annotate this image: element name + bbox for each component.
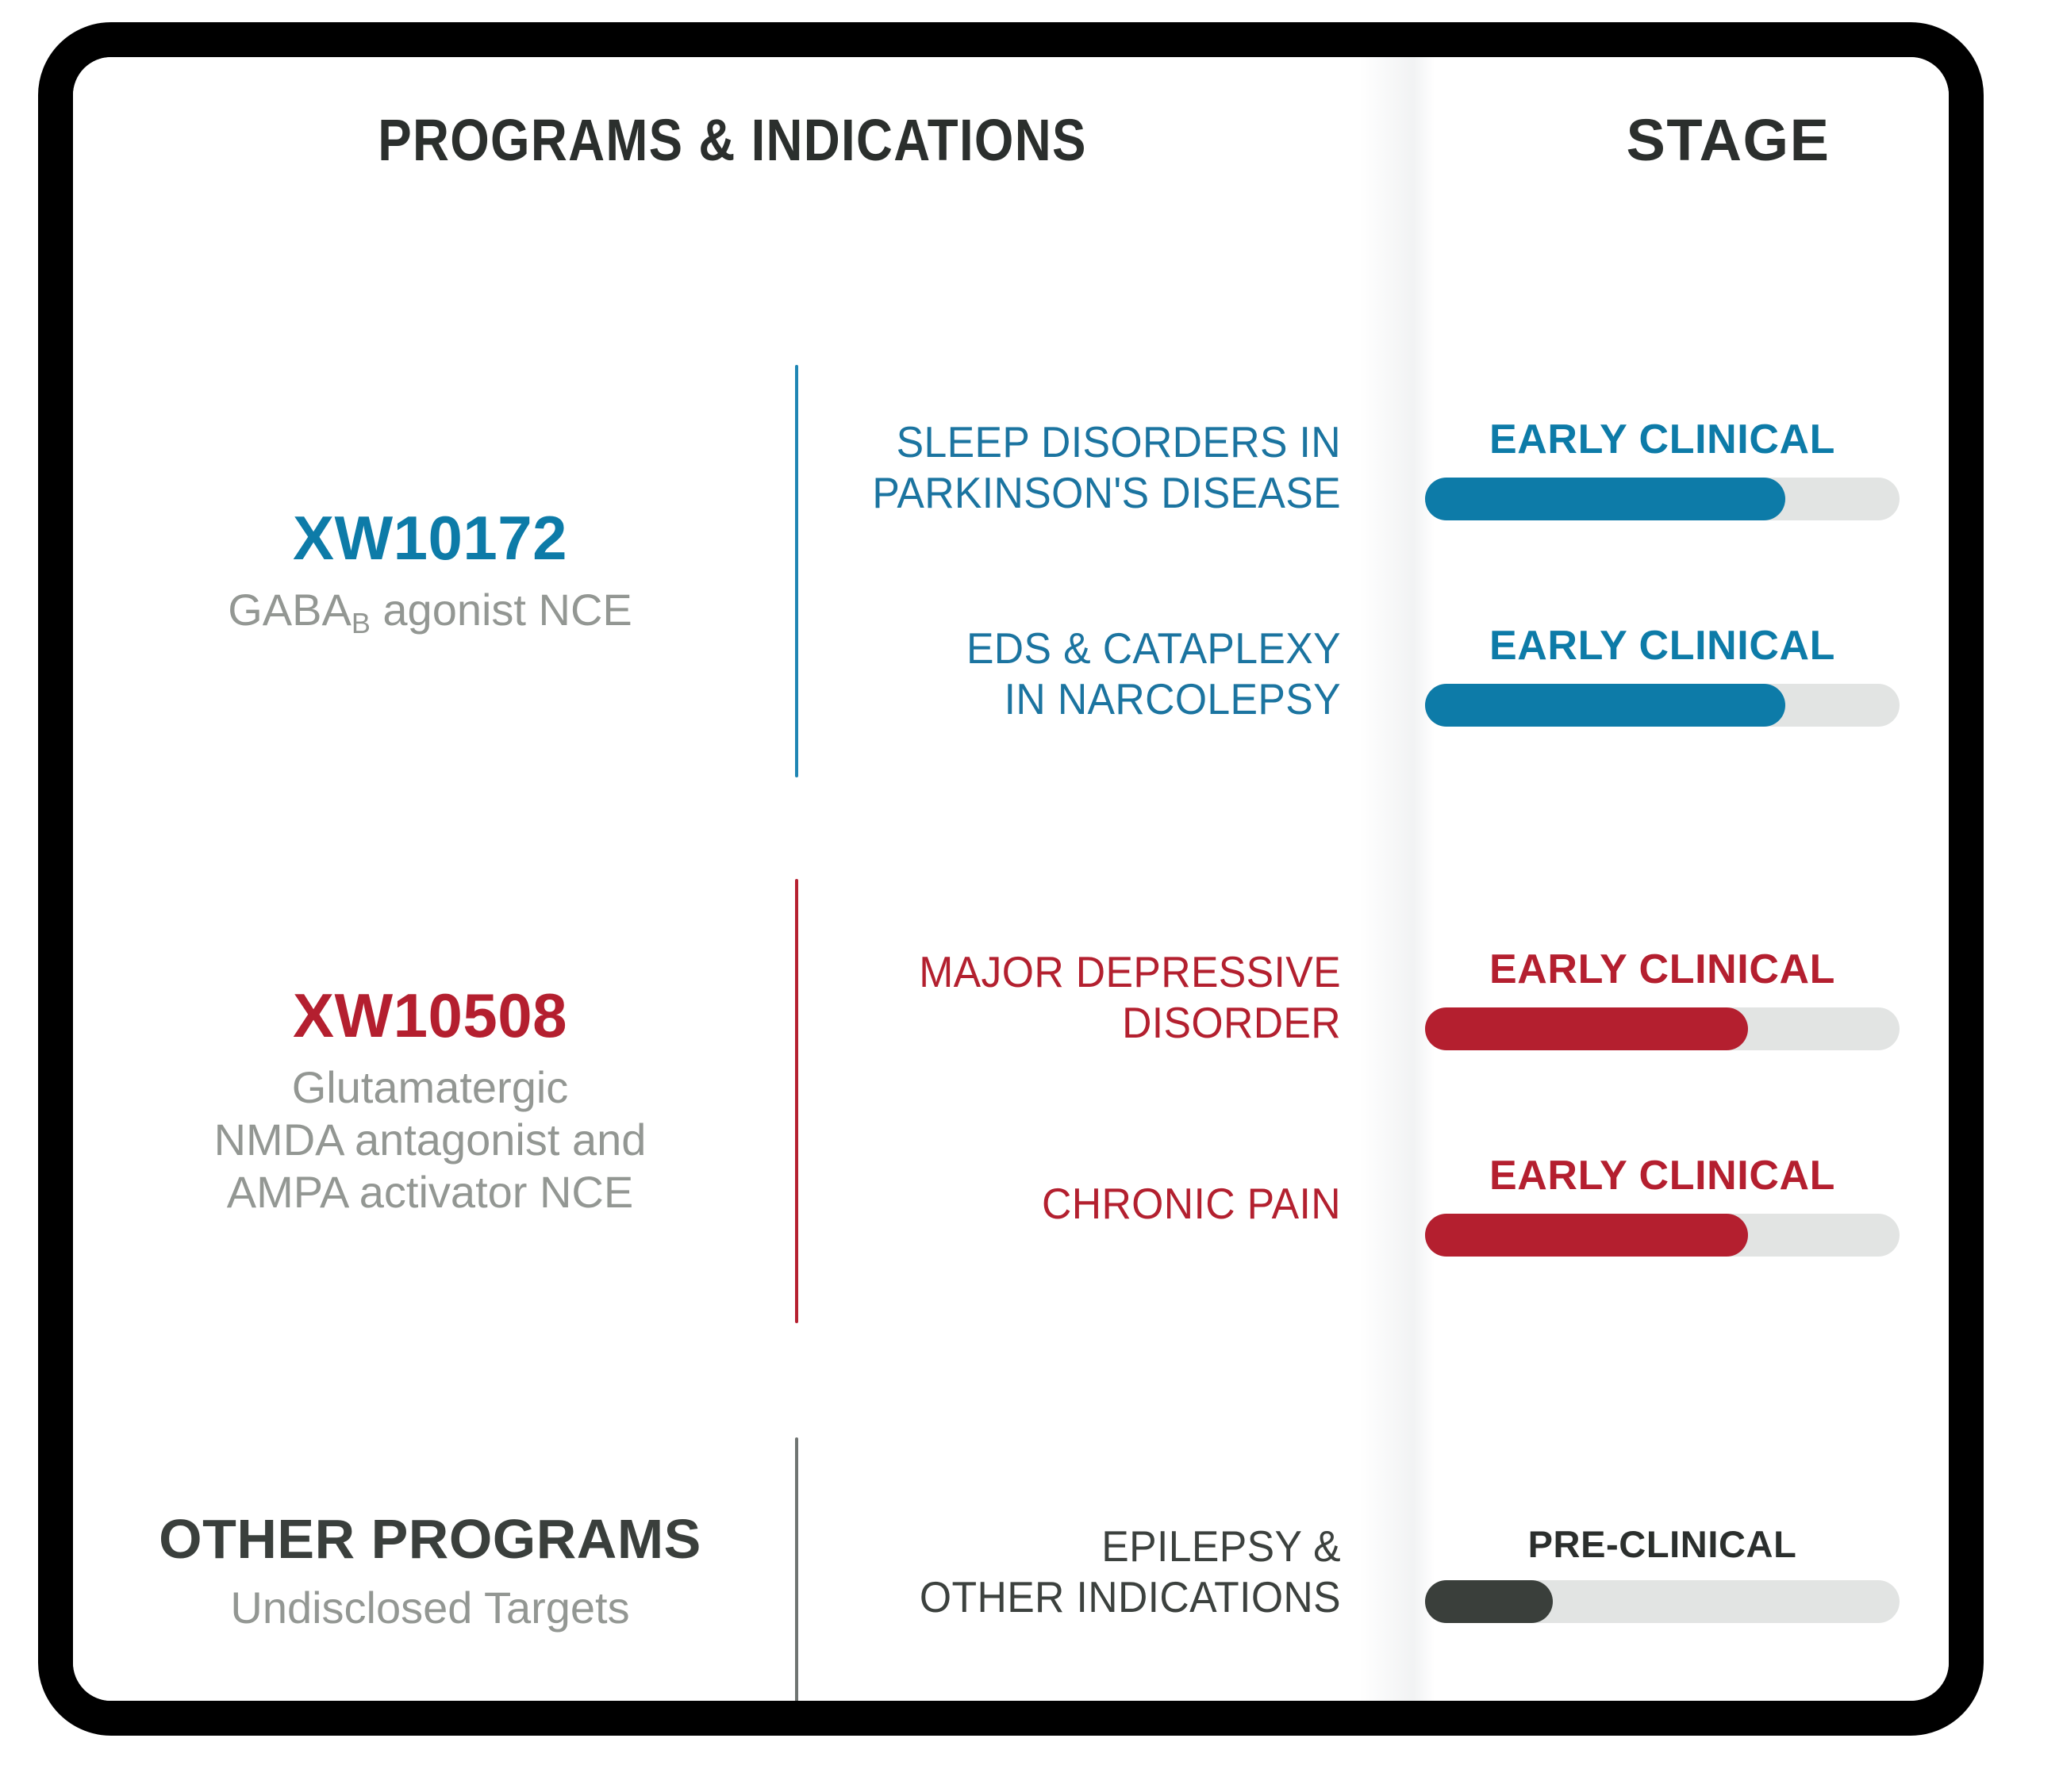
stage-progress-track <box>1425 478 1900 520</box>
indication-label-line2: DISORDER <box>1122 998 1341 1047</box>
stage-progress-fill <box>1425 684 1786 727</box>
stage-row: EARLY CLINICAL <box>1425 1101 1900 1307</box>
program-group-xw10508: XW10508 Glutamatergic NMDA antagonist an… <box>73 879 1949 1323</box>
indications-xw10508: MAJOR DEPRESSIVE DISORDER CHRONIC PAIN <box>798 879 1358 1323</box>
stage-label: EARLY CLINICAL <box>1489 416 1835 462</box>
program-description-subscript: B <box>351 606 371 639</box>
indication-row: SLEEP DISORDERS IN PARKINSON'S DISEASE <box>798 365 1341 571</box>
program-info-xw10172: XW10172 GABAB agonist NCE <box>73 365 795 777</box>
program-description-line2: NMDA antagonist and <box>213 1114 647 1165</box>
indications-other: EPILEPSY & OTHER INDICATIONS <box>798 1437 1358 1701</box>
stage-progress-track <box>1425 1579 1900 1623</box>
stages-xw10172: EARLY CLINICAL EARLY CLINICAL <box>1358 365 1949 777</box>
program-group-other: OTHER PROGRAMS Undisclosed Targets EPILE… <box>73 1437 1949 1701</box>
indication-label-line2: OTHER INDICATIONS <box>919 1572 1341 1621</box>
stage-label: PRE-CLINICAL <box>1527 1522 1797 1565</box>
program-description-tail: agonist NCE <box>370 584 632 635</box>
indication-row: EPILEPSY & OTHER INDICATIONS <box>798 1473 1341 1671</box>
program-description-line1: Glutamatergic <box>291 1061 569 1112</box>
program-info-xw10508: XW10508 Glutamatergic NMDA antagonist an… <box>73 879 795 1323</box>
indication-label-line1: MAJOR DEPRESSIVE <box>919 947 1341 997</box>
pipeline-card: PROGRAMS & INDICATIONS STAGE XW10172 GAB… <box>38 22 1984 1736</box>
indication-label-line2: IN NARCOLEPSY <box>1004 674 1341 723</box>
group-accent-rule <box>795 879 798 1323</box>
stage-progress-track <box>1425 1007 1900 1050</box>
indication-label: SLEEP DISORDERS IN PARKINSON'S DISEASE <box>831 417 1341 519</box>
indication-row: EDS & CATAPLEXY IN NARCOLEPSY <box>798 571 1341 777</box>
group-accent-rule <box>795 1437 798 1701</box>
stage-row: EARLY CLINICAL <box>1425 365 1900 571</box>
table-header: PROGRAMS & INDICATIONS STAGE <box>73 106 1949 225</box>
program-info-other: OTHER PROGRAMS Undisclosed Targets <box>73 1437 795 1701</box>
indications-xw10172: SLEEP DISORDERS IN PARKINSON'S DISEASE E… <box>798 365 1358 777</box>
stage-progress-fill <box>1425 1007 1748 1050</box>
stage-progress-track <box>1425 684 1900 727</box>
stage-progress-track <box>1425 1214 1900 1257</box>
program-group-xw10172: XW10172 GABAB agonist NCE SLEEP DISORDER… <box>73 365 1949 777</box>
header-stage: STAGE <box>1626 107 1831 173</box>
indication-row: CHRONIC PAIN <box>798 1101 1341 1307</box>
program-description: GABAB agonist NCE <box>228 584 632 639</box>
header-programs-indications: PROGRAMS & INDICATIONS <box>378 107 1087 173</box>
stages-other: PRE-CLINICAL <box>1358 1437 1949 1701</box>
indication-label-line1: EPILEPSY & <box>1101 1521 1341 1571</box>
indication-label: MAJOR DEPRESSIVE DISORDER <box>831 947 1341 1049</box>
indication-label-line1: SLEEP DISORDERS IN <box>896 417 1341 467</box>
indication-label-line1: EDS & CATAPLEXY <box>966 624 1341 673</box>
group-accent-rule <box>795 365 798 777</box>
indication-row: MAJOR DEPRESSIVE DISORDER <box>798 895 1341 1101</box>
indication-label: EPILEPSY & OTHER INDICATIONS <box>831 1521 1341 1623</box>
stage-progress-fill <box>1425 478 1786 520</box>
program-description-text: GABA <box>228 584 352 635</box>
stage-progress-fill <box>1425 1214 1748 1257</box>
stage-row: EARLY CLINICAL <box>1425 571 1900 777</box>
pipeline-board: PROGRAMS & INDICATIONS STAGE XW10172 GAB… <box>73 57 1949 1701</box>
program-description: Undisclosed Targets <box>230 1582 629 1634</box>
program-name: XW10172 <box>292 503 568 574</box>
stages-xw10508: EARLY CLINICAL EARLY CLINICAL <box>1358 879 1949 1323</box>
stage-label: EARLY CLINICAL <box>1489 1153 1835 1199</box>
indication-label-line2: PARKINSON'S DISEASE <box>872 468 1341 517</box>
program-name: XW10508 <box>292 980 568 1050</box>
program-description: Glutamatergic NMDA antagonist and AMPA a… <box>214 1061 647 1218</box>
stage-label: EARLY CLINICAL <box>1489 946 1835 992</box>
stage-progress-fill <box>1425 1579 1554 1623</box>
stage-row: PRE-CLINICAL <box>1425 1473 1900 1671</box>
program-name: OTHER PROGRAMS <box>159 1508 701 1571</box>
indication-label: EDS & CATAPLEXY IN NARCOLEPSY <box>831 624 1341 725</box>
indication-label-line1: CHRONIC PAIN <box>1042 1179 1341 1229</box>
indication-label: CHRONIC PAIN <box>831 1179 1341 1230</box>
stage-label: EARLY CLINICAL <box>1489 623 1835 669</box>
stage-row: EARLY CLINICAL <box>1425 895 1900 1101</box>
program-description-line1: Undisclosed Targets <box>230 1582 630 1633</box>
program-description-line3: AMPA activator NCE <box>226 1166 634 1217</box>
